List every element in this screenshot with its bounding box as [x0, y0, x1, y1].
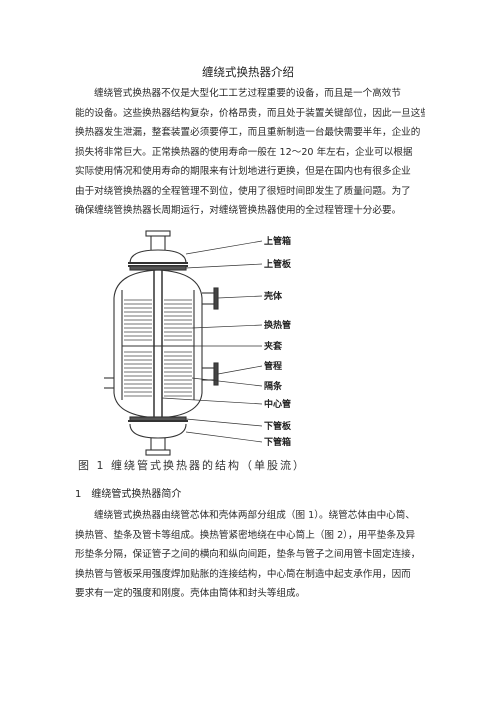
- label-heat-tube: 换热管: [264, 319, 291, 331]
- section-number: 1: [75, 489, 82, 500]
- shell-top-head: [113, 269, 203, 299]
- intro-line: 确保缠绕管换热器长周期运行，对缠绕管换热器使用的全过程管理十分必要。: [75, 205, 402, 216]
- label-jacket: 夹套: [264, 340, 283, 352]
- upper-channel: [129, 249, 187, 264]
- bottom-nozzle-flange: [145, 449, 171, 456]
- section-title: 缠绕管式换热器简介: [91, 489, 182, 500]
- section-paragraph: 缠绕管式换热器由绕管芯体和壳体两部分组成（图 1）。绕管芯体由中心筒、 换热管、…: [75, 506, 425, 604]
- figure-caption: 图 1 缠绕管式换热器的结构（单股流）: [78, 459, 306, 472]
- label-lower-tube-sheet: 下管板: [264, 420, 292, 432]
- shell-nozzle-lower: [213, 362, 219, 386]
- label-tube-side: 管程: [264, 360, 282, 372]
- lower-channel: [129, 423, 187, 439]
- section-line: 形垫条分隔，保证管子之间的横向和纵向间距，垫条与管子之间用管卡固定连接，: [75, 549, 421, 560]
- section-line: 要求有一定的强度和刚度。壳体由筒体和封头等组成。: [75, 588, 306, 599]
- intro-line: 损失将非常巨大。正常换热器的使用寿命一般在 12～20 年左右，企业可以根据: [75, 146, 413, 158]
- label-spacer: 隔条: [264, 380, 283, 392]
- label-upper-channel: 上管箱: [264, 235, 291, 247]
- section-line: 换热管与管板采用强度焊加贴胀的连接结构，中心筒在制造中起支承作用，因而: [75, 568, 411, 580]
- document-title: 缠绕式换热器介绍: [202, 65, 294, 79]
- intro-line: 缠绕管式换热器不仅是大型化工工艺过程重要的设备，而且是一个高效节: [94, 88, 401, 99]
- label-center-tube: 中心管: [264, 398, 291, 410]
- wound-tube-bundle: [124, 299, 192, 397]
- section-line: 换热管、垫条及管卡等组成。换热管紧密地绕在中心筒上（图 2），用平垫条及异: [75, 529, 416, 541]
- intro-line: 由于对绕管换热器的全程管理不到位，使用了很短时间即发生了质量问题。为了: [75, 185, 411, 197]
- label-upper-tube-sheet: 上管板: [264, 258, 292, 270]
- label-shell: 壳体: [263, 290, 283, 302]
- label-lower-channel: 下管箱: [264, 436, 291, 448]
- intro-line: 能的设备。这些换热器结构复杂，价格昂贵，而且处于装置关键部位，因此一旦这些: [75, 107, 425, 119]
- heat-exchanger-diagram: 上管箱 上管板 壳体 换热管 夹套 管程 隔条 中心管 下管板 下管箱: [104, 230, 292, 456]
- intro-line: 实际使用情况和使用寿命的期限来有计划地进行更换，但是在国内也有很多企业: [75, 166, 411, 177]
- intro-line: 换热器发生泄漏，整套装置必须要停工，而且重新制造一台最快需要半年，企业的: [75, 127, 421, 138]
- intro-paragraph: 缠绕管式换热器不仅是大型化工工艺过程重要的设备，而且是一个高效节 能的设备。这些…: [75, 84, 425, 221]
- shell-nozzle-upper: [213, 287, 219, 310]
- top-nozzle-flange: [145, 230, 171, 237]
- section-line: 缠绕管式换热器由绕管芯体和壳体两部分组成（图 1）。绕管芯体由中心筒、: [94, 510, 415, 521]
- shell-bottom-head: [113, 392, 203, 419]
- section-heading: 1 缠绕管式换热器简介: [75, 485, 181, 500]
- upper-tube-sheet: [129, 265, 187, 271]
- leader-lines: [161, 240, 263, 443]
